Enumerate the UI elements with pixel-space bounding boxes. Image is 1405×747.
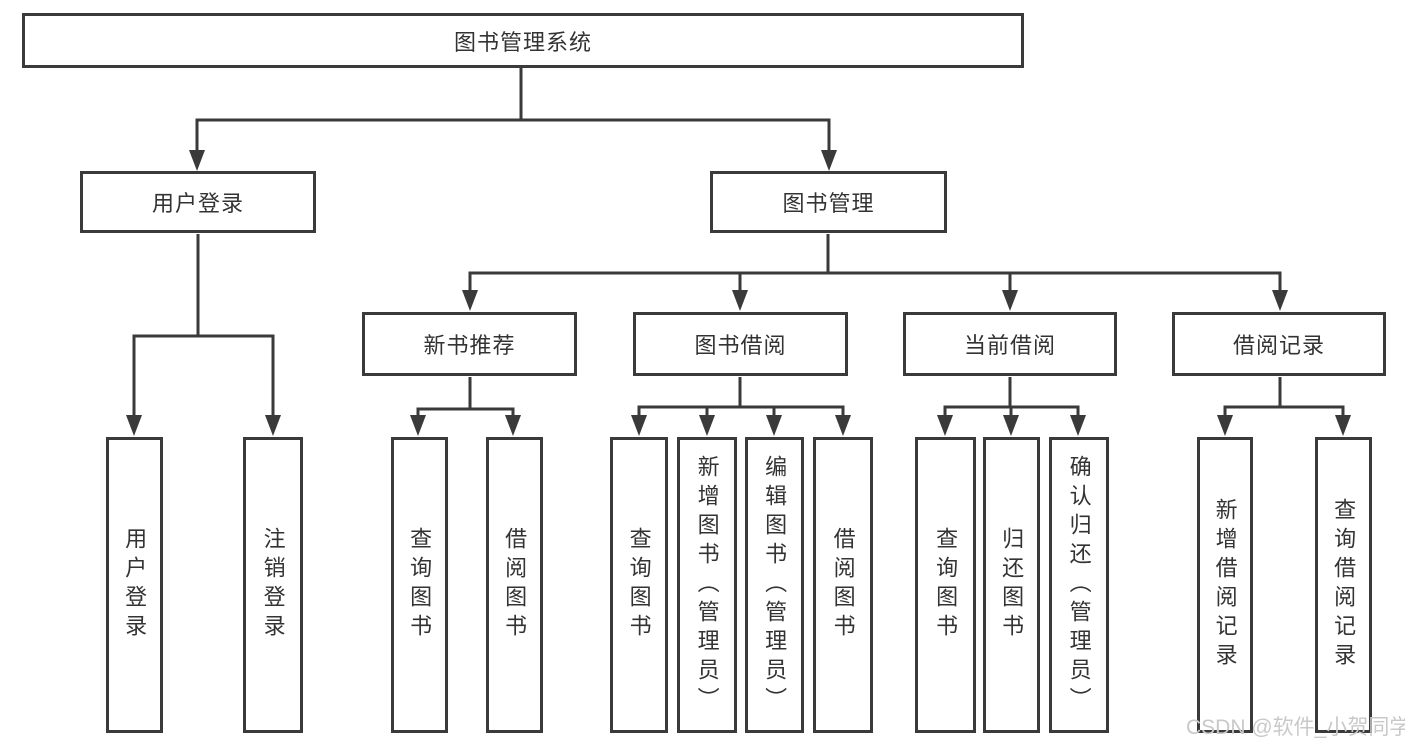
node-label: 新增借阅记录 xyxy=(1212,498,1238,672)
node-label: 借阅图书 xyxy=(502,527,528,643)
node-leaf-current-return-books: 归还图书 xyxy=(983,437,1040,733)
node-label: 当前借阅 xyxy=(963,333,1056,358)
node-label: 查询图书 xyxy=(407,527,433,643)
node-leaf-borrow-borrow-books: 借阅图书 xyxy=(813,437,873,733)
node-leaf-borrow-query-books: 查询图书 xyxy=(610,437,668,733)
node-label: 借阅记录 xyxy=(1232,333,1325,358)
node-leaf-borrow-add-books-admin: 新增图书（管理员） xyxy=(677,437,737,733)
node-label: 图书管理 xyxy=(782,191,875,216)
node-leaf-borrow-edit-books-admin: 编辑图书（管理员） xyxy=(745,437,804,733)
node-leaf-records-add-record: 新增借阅记录 xyxy=(1197,437,1253,733)
node-leaf-logout: 注销登录 xyxy=(243,437,303,733)
node-leaf-current-confirm-return-admin: 确认归还（管理员） xyxy=(1049,437,1109,733)
node-new-book-recommend: 新书推荐 xyxy=(362,312,577,376)
node-label: 用户登录 xyxy=(151,191,244,216)
node-leaf-recommend-query-books: 查询图书 xyxy=(391,437,448,733)
node-borrow-records: 借阅记录 xyxy=(1172,312,1386,376)
node-label: 新增图书（管理员） xyxy=(694,454,720,716)
node-label: 借阅图书 xyxy=(830,527,856,643)
node-label: 编辑图书（管理员） xyxy=(762,454,788,716)
node-leaf-records-query-record: 查询借阅记录 xyxy=(1315,437,1372,733)
node-label: 查询图书 xyxy=(933,527,959,643)
node-label: 用户登录 xyxy=(122,527,148,643)
node-leaf-current-query-books: 查询图书 xyxy=(915,437,976,733)
node-current-borrow: 当前借阅 xyxy=(903,312,1117,376)
node-label: 查询图书 xyxy=(626,527,652,643)
node-label: 图书借阅 xyxy=(694,333,787,358)
node-book-borrow: 图书借阅 xyxy=(633,312,848,376)
node-library-system: 图书管理系统 xyxy=(22,13,1024,68)
node-book-management: 图书管理 xyxy=(710,171,947,233)
node-label: 图书管理系统 xyxy=(453,29,592,55)
node-leaf-recommend-borrow-books: 借阅图书 xyxy=(486,437,543,733)
node-user-login: 用户登录 xyxy=(80,171,316,233)
node-label: 新书推荐 xyxy=(423,333,516,358)
node-label: 归还图书 xyxy=(999,527,1025,643)
node-label: 查询借阅记录 xyxy=(1331,498,1357,672)
node-leaf-user-login: 用户登录 xyxy=(106,437,163,733)
node-label: 注销登录 xyxy=(260,527,286,643)
node-label: 确认归还（管理员） xyxy=(1066,454,1092,716)
watermark-text: CSDN @软件_小贺同学 xyxy=(1186,716,1405,739)
